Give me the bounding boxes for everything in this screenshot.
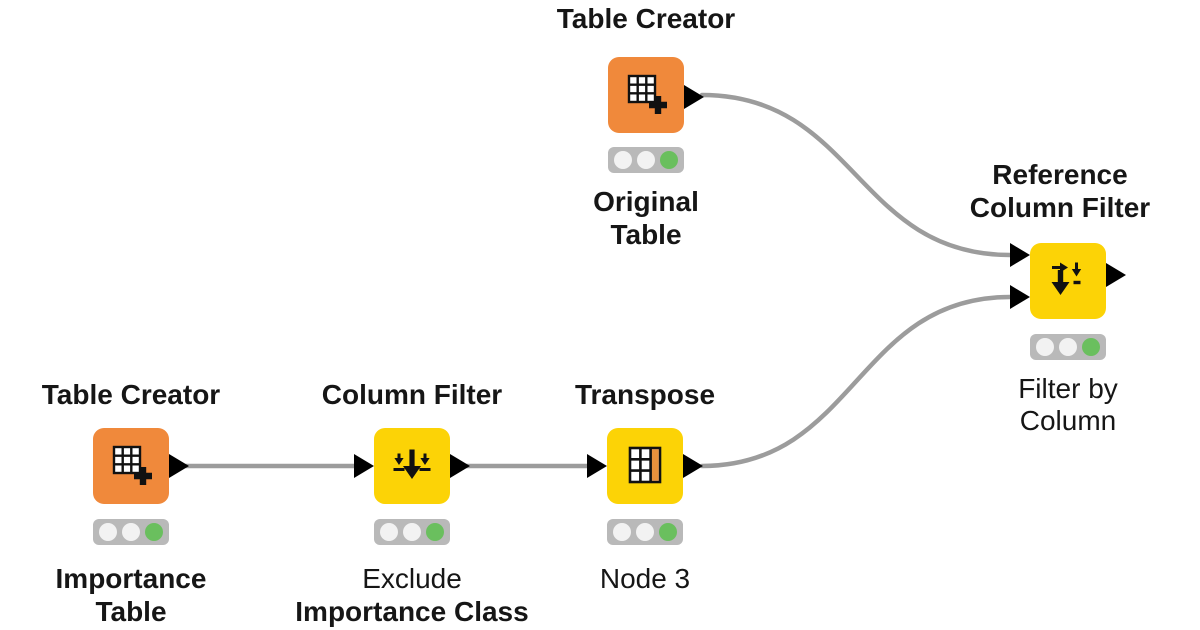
traffic-light (374, 519, 450, 545)
traffic-light (1030, 334, 1106, 360)
output-port[interactable] (450, 454, 470, 478)
traffic-green-on (660, 151, 678, 169)
node-label: Node 3 (599, 563, 691, 594)
node-title: Table Creator (556, 3, 736, 34)
node-title: Table Creator (41, 379, 221, 410)
output-port[interactable] (683, 454, 703, 478)
traffic-red-off (1036, 338, 1054, 356)
input-port[interactable] (587, 454, 607, 478)
node-title: Transpose (574, 379, 716, 410)
reference-column-filter-icon (1051, 262, 1082, 295)
node-label: Exclude Importance Class (295, 563, 529, 627)
column-filter-icon (393, 449, 431, 479)
node-label: Original Table (593, 186, 699, 250)
traffic-red-off (613, 523, 631, 541)
traffic-red-off (614, 151, 632, 169)
traffic-red-off (99, 523, 117, 541)
traffic-yellow-off (122, 523, 140, 541)
traffic-light (608, 147, 684, 173)
edge-transpose-to-reference[interactable] (699, 294, 1013, 469)
edge-original-to-reference[interactable] (699, 92, 1013, 258)
output-port[interactable] (1106, 263, 1126, 287)
node-transpose[interactable] (607, 428, 683, 504)
input-port-bottom[interactable] (1010, 285, 1030, 309)
node-table-creator-original[interactable] (608, 57, 684, 133)
input-port[interactable] (354, 454, 374, 478)
traffic-yellow-off (1059, 338, 1077, 356)
traffic-green-on (1082, 338, 1100, 356)
node-title: Column Filter (321, 379, 503, 410)
output-port[interactable] (169, 454, 189, 478)
node-label: Filter by Column (1018, 373, 1118, 436)
output-port[interactable] (684, 85, 704, 109)
table-creator-icon (627, 74, 667, 114)
traffic-green-on (426, 523, 444, 541)
traffic-red-off (380, 523, 398, 541)
node-label: Importance Table (55, 563, 207, 627)
traffic-yellow-off (636, 523, 654, 541)
traffic-green-on (659, 523, 677, 541)
traffic-light (93, 519, 169, 545)
traffic-yellow-off (403, 523, 421, 541)
table-creator-icon (112, 445, 152, 485)
traffic-green-on (145, 523, 163, 541)
node-column-filter[interactable] (374, 428, 450, 504)
node-reference-column-filter[interactable] (1030, 243, 1106, 319)
node-table-creator-importance[interactable] (93, 428, 169, 504)
node-title: Reference Column Filter (969, 159, 1151, 223)
traffic-light (607, 519, 683, 545)
transpose-icon (628, 446, 662, 484)
traffic-yellow-off (637, 151, 655, 169)
input-port-top[interactable] (1010, 243, 1030, 267)
